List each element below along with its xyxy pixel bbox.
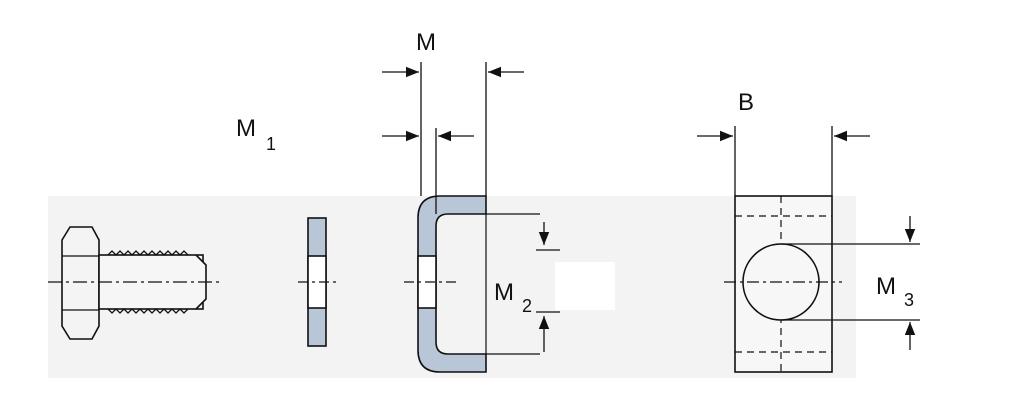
label-b: B: [738, 89, 754, 116]
label-m3-sub: 3: [904, 290, 914, 310]
dimension-m: [382, 62, 524, 196]
label-m1-sub: 1: [266, 134, 276, 154]
washer: [298, 217, 336, 347]
bracket: [404, 195, 540, 373]
label-m1: M: [236, 115, 256, 142]
label-m: M: [416, 29, 436, 56]
bolt: [48, 226, 220, 340]
label-m2-sub: 2: [522, 296, 532, 316]
bolt-thread: [107, 250, 189, 314]
white-notch: [555, 262, 615, 310]
dimension-m2: [536, 222, 560, 352]
label-m3: M: [876, 273, 896, 300]
label-m2: M: [494, 279, 514, 306]
dimension-m1: [382, 128, 474, 214]
nut-block: [724, 195, 920, 373]
bolt-head: [61, 226, 100, 340]
dimension-b: [697, 126, 870, 196]
